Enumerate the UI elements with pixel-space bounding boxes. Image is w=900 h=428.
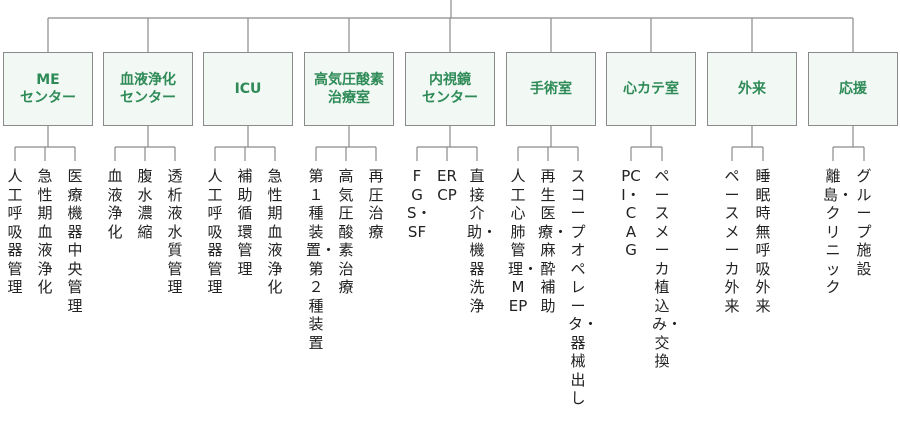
department-label: 血液浄化 センター xyxy=(120,72,176,106)
department-box: 外来 xyxy=(707,52,797,126)
department-label: 手術室 xyxy=(530,81,572,97)
duty-label: 人工呼吸器管理 xyxy=(7,167,23,296)
duty-label: FGS・SF xyxy=(407,167,432,241)
department-box: ICU xyxy=(203,52,293,126)
duty-label: 離島・クリニック xyxy=(823,167,854,296)
department-label: 高気圧酸素 治療室 xyxy=(314,72,384,106)
duty-label: 高気圧酸素治療 xyxy=(338,167,354,296)
department-box: 手術室 xyxy=(506,52,596,126)
duty-label: ペースメーカ植込み・交換 xyxy=(652,167,683,370)
department-label: ME センター xyxy=(20,72,76,106)
department-box: 高気圧酸素 治療室 xyxy=(304,52,394,126)
department-label: 内視鏡 センター xyxy=(422,72,478,106)
duty-label: 睡眠時無呼吸外来 xyxy=(755,167,771,315)
department-box: ME センター xyxy=(3,52,93,126)
department-box: 内視鏡 センター xyxy=(405,52,495,126)
duty-label: 直接介助・機器洗浄 xyxy=(467,167,498,315)
department-box: 応援 xyxy=(808,52,898,126)
duty-label: グループ施設 xyxy=(856,167,872,278)
duty-label: ペースメーカ外来 xyxy=(724,167,740,315)
duty-label: 透析液水質管理 xyxy=(167,167,183,296)
duty-label: 血液浄化 xyxy=(107,167,123,241)
duty-label: 急性期血液浄化 xyxy=(37,167,53,296)
duty-label: 人工呼吸器管理 xyxy=(207,167,223,296)
department-label: 心カテ室 xyxy=(623,81,679,97)
department-label: 応援 xyxy=(839,81,867,97)
duty-label: ERCP xyxy=(437,167,457,204)
duty-label: 第１種装置・第２種装置 xyxy=(306,167,337,352)
department-label: 外来 xyxy=(738,81,766,97)
duty-label: スコープオペレータ・器械出し xyxy=(568,167,599,407)
department-box: 血液浄化 センター xyxy=(103,52,193,126)
duty-label: PCI・CAG xyxy=(621,167,641,259)
duty-label: 急性期血液浄化 xyxy=(267,167,283,296)
department-box: 心カテ室 xyxy=(606,52,696,126)
duty-label: 腹水濃縮 xyxy=(137,167,153,241)
department-label: ICU xyxy=(234,81,262,97)
duty-label: 再生医療・麻酔補助 xyxy=(538,167,569,315)
duty-label: 人工心肺管理・MEP xyxy=(508,167,539,315)
duty-label: 補助循環管理 xyxy=(237,167,253,278)
duty-label: 再圧治療 xyxy=(368,167,384,241)
duty-label: 医療機器中央管理 xyxy=(67,167,83,315)
